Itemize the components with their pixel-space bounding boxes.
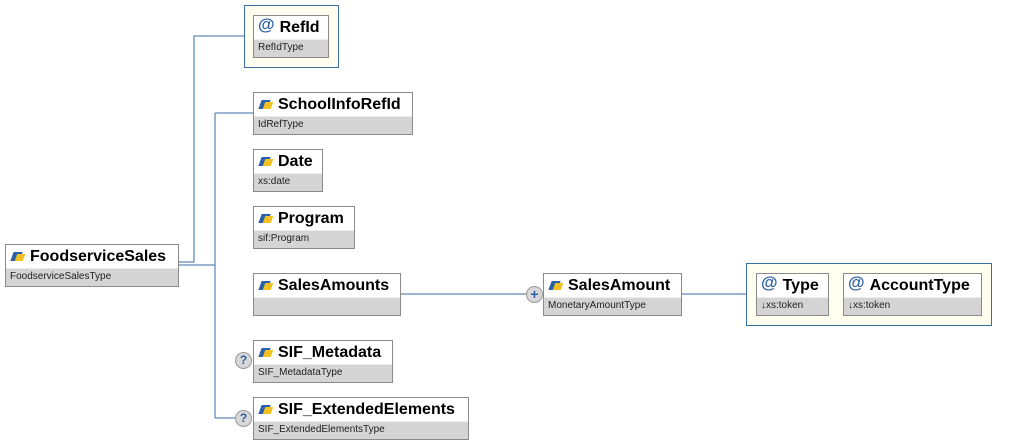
element-name: Date (278, 153, 313, 170)
element-name: SIF_ExtendedElements (278, 401, 455, 418)
element-name: Program (278, 210, 344, 227)
element-type: sif:Program (254, 230, 354, 248)
element-node-date[interactable]: Date xs:date (253, 149, 323, 192)
attribute-type: ↓xs:token (844, 297, 981, 315)
element-type (254, 297, 400, 315)
element-node-schoolinforefid[interactable]: SchoolInfoRefId IdRefType (253, 92, 413, 135)
element-name: SIF_Metadata (278, 344, 382, 361)
element-icon (258, 404, 274, 416)
attribute-icon: @ (258, 15, 275, 34)
attribute-type: RefIdType (254, 39, 328, 57)
attribute-node-type[interactable]: @Type ↓xs:token (756, 273, 829, 316)
element-name: FoodserviceSales (30, 248, 167, 265)
element-icon (258, 156, 274, 168)
element-node-salesamount[interactable]: SalesAmount MonetaryAmountType (543, 273, 682, 316)
element-type: SIF_ExtendedElementsType (254, 421, 468, 439)
element-icon (258, 347, 274, 359)
attribute-icon: @ (761, 273, 778, 292)
optional-icon: ? (235, 410, 252, 427)
connector-refid (178, 35, 244, 263)
root-element-node[interactable]: FoodserviceSales FoodserviceSalesType (5, 244, 179, 287)
element-name: SchoolInfoRefId (278, 96, 401, 113)
element-type: SIF_MetadataType (254, 364, 392, 382)
element-icon (258, 213, 274, 225)
element-icon (258, 280, 274, 292)
attribute-node-accounttype[interactable]: @AccountType ↓xs:token (843, 273, 982, 316)
attribute-group-salesamount: @Type ↓xs:token @AccountType ↓xs:token (746, 263, 992, 326)
attribute-name: RefId (279, 19, 320, 36)
element-type: FoodserviceSalesType (6, 268, 178, 286)
attribute-type: ↓xs:token (757, 297, 828, 315)
element-type: MonetaryAmountType (544, 297, 681, 315)
element-type: xs:date (254, 173, 322, 191)
element-node-program[interactable]: Program sif:Program (253, 206, 355, 249)
attribute-node-refid[interactable]: @RefId RefIdType (253, 15, 329, 58)
element-type: IdRefType (254, 116, 412, 134)
attribute-icon: @ (848, 273, 865, 292)
optional-icon: ? (235, 352, 252, 369)
element-name: SalesAmounts (278, 277, 390, 294)
expand-plus-icon[interactable]: + (526, 286, 543, 303)
attribute-name: AccountType (869, 277, 970, 294)
element-icon (548, 280, 564, 292)
element-icon (258, 99, 274, 111)
element-name: SalesAmount (568, 277, 671, 294)
element-icon (10, 251, 26, 263)
element-node-sif-extendedelements[interactable]: SIF_ExtendedElements SIF_ExtendedElement… (253, 397, 469, 440)
attribute-name: Type (782, 277, 819, 294)
element-node-sif-metadata[interactable]: SIF_Metadata SIF_MetadataType (253, 340, 393, 383)
element-node-salesamounts[interactable]: SalesAmounts (253, 273, 401, 316)
attribute-group-refid: @RefId RefIdType (244, 5, 339, 68)
